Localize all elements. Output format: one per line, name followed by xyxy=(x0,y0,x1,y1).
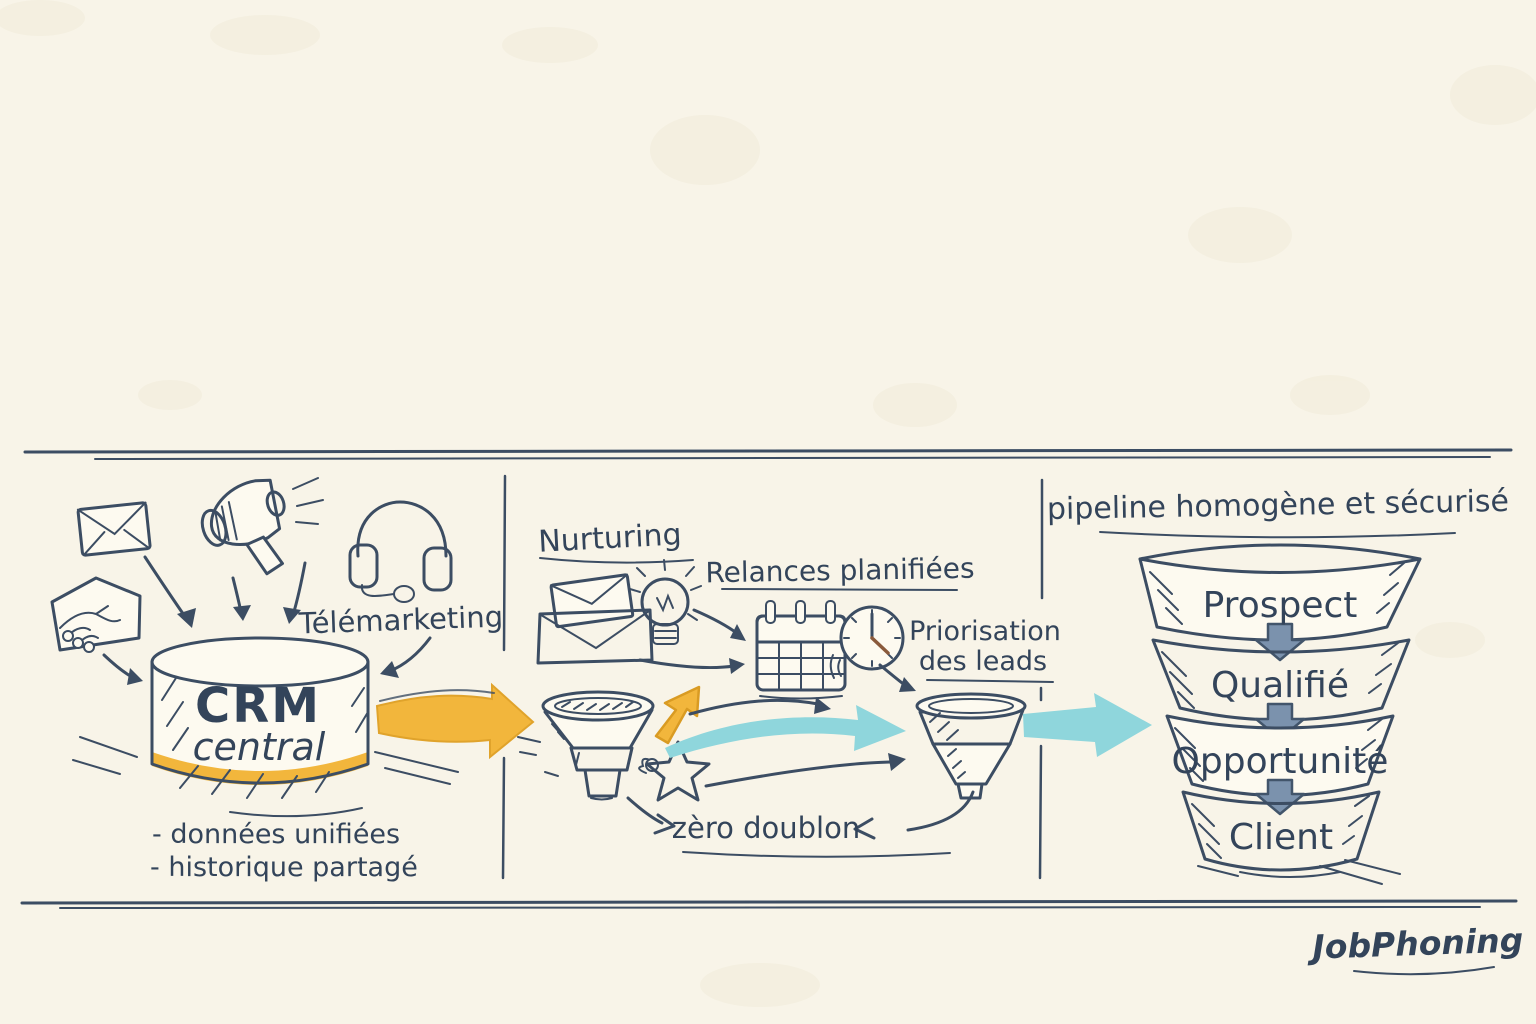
nurturing-arrows xyxy=(638,608,746,674)
stage-prospect-label: Prospect xyxy=(1203,585,1358,626)
yellow-flow-arrow xyxy=(375,682,535,760)
brand-signature: JobPhoning xyxy=(1306,920,1524,967)
nurturing-label: Nurturing xyxy=(537,517,682,559)
funnel-shadow-lines xyxy=(1197,859,1401,885)
teal-arrow-to-pipeline xyxy=(1023,693,1152,757)
stage-qualifie-label: Qualifié xyxy=(1211,665,1349,706)
pipeline-title: pipeline homogène et sécurisé xyxy=(1047,484,1510,527)
zero-doublon-arrows xyxy=(626,790,975,840)
upper-dark-arrow xyxy=(688,697,831,716)
megaphone-icon xyxy=(200,478,286,576)
lightbulb-icon xyxy=(629,559,702,645)
priorisation-line2: des leads xyxy=(919,646,1047,677)
envelope-icon xyxy=(76,501,152,557)
relances-label: Relances planifiées xyxy=(705,552,975,590)
handshake-icon xyxy=(50,576,142,653)
stage-prospect xyxy=(1138,543,1422,642)
stage-client xyxy=(1181,790,1381,872)
star-icon xyxy=(638,740,711,802)
nurturing-underline xyxy=(539,557,694,564)
stage-qualifie xyxy=(1151,638,1411,722)
telemarketing-label: Télémarketing xyxy=(297,599,503,640)
relances-underline xyxy=(721,588,958,591)
brand-underline xyxy=(1353,966,1495,976)
lower-dark-arrow xyxy=(704,753,906,788)
crm-cylinder xyxy=(150,636,370,818)
input-arrows xyxy=(102,555,432,685)
bullet-donnees: - données unifiées xyxy=(152,819,400,850)
headset-icon xyxy=(348,500,453,603)
teal-swoosh-arrow xyxy=(665,705,906,758)
priorisation-underline xyxy=(926,679,1054,683)
bullet-historique: - historique partagé xyxy=(150,852,418,883)
stage-opportunite-label: Opportunité xyxy=(1172,741,1389,782)
clock-icon xyxy=(829,605,905,679)
priorisation-line1: Priorisation xyxy=(909,616,1061,647)
calendar-icon xyxy=(755,600,847,700)
crm-title: CRM xyxy=(195,678,321,734)
band-borders xyxy=(20,448,1518,909)
stage-opportunite xyxy=(1165,714,1395,797)
panel-dividers xyxy=(501,474,1044,880)
pipeline-title-underline xyxy=(1099,531,1456,539)
envelope-letter-icon xyxy=(536,573,654,665)
labels: Télémarketing CRM central - données unif… xyxy=(150,484,1524,976)
small-yellow-arrow xyxy=(654,685,701,745)
calendar-to-priorisation-arrow xyxy=(878,663,916,692)
cylinder-speed-lines xyxy=(72,736,459,785)
pipeline-funnel xyxy=(1138,543,1422,885)
crm-subtitle: central xyxy=(193,725,326,769)
megaphone-sound-lines xyxy=(292,477,324,525)
zero-doublon-underline xyxy=(682,851,951,858)
priorisation-funnel-icon xyxy=(915,692,1027,800)
funnel-arrow-1 xyxy=(1254,622,1306,662)
funnel-icon xyxy=(517,690,655,801)
zero-doublon-label: zèro doublon xyxy=(672,811,860,845)
stage-client-label: Client xyxy=(1229,817,1333,858)
